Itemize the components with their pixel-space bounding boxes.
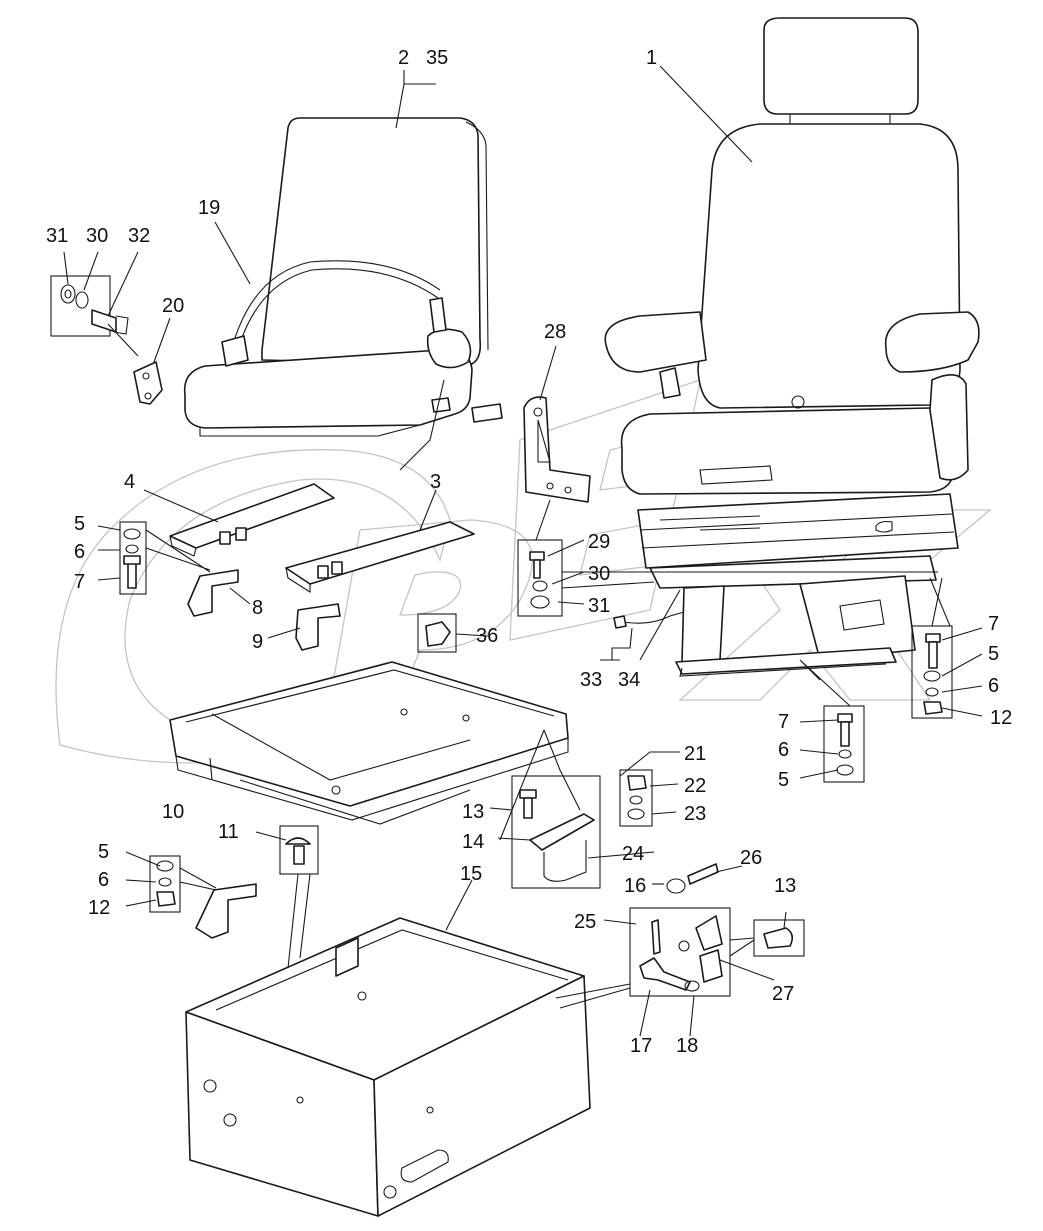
callout-12: 12 bbox=[990, 707, 1012, 729]
callout-29: 29 bbox=[588, 531, 610, 553]
callout-6d: 6 bbox=[98, 869, 109, 891]
callout-5d: 5 bbox=[98, 841, 109, 863]
lever-group bbox=[629, 863, 805, 997]
bracket-28 bbox=[523, 396, 591, 503]
callout-36: 36 bbox=[476, 625, 498, 647]
callout-10: 10 bbox=[162, 801, 184, 823]
callout-9: 9 bbox=[252, 631, 263, 653]
callout-30b: 30 bbox=[588, 563, 610, 585]
simple-seat bbox=[183, 117, 503, 437]
callout-21: 21 bbox=[684, 743, 706, 765]
callout-labels: 2 35 1 19 31 30 32 20 28 4 3 5 6 7 8 9 2… bbox=[46, 47, 1012, 1057]
cap-36 bbox=[417, 613, 457, 653]
mount-plate-group bbox=[50, 275, 163, 405]
callout-1: 1 bbox=[646, 47, 657, 69]
callout-24: 24 bbox=[622, 843, 644, 865]
callout-14: 14 bbox=[462, 831, 484, 853]
callout-5c: 5 bbox=[778, 769, 789, 791]
callout-13: 13 bbox=[462, 801, 484, 823]
callout-26: 26 bbox=[740, 847, 762, 869]
callout-32: 32 bbox=[128, 225, 150, 247]
rails-4-3 bbox=[169, 483, 475, 594]
callout-13b: 13 bbox=[774, 875, 796, 897]
suspension-seat bbox=[604, 17, 980, 677]
callout-8: 8 bbox=[252, 597, 263, 619]
callout-5: 5 bbox=[74, 513, 85, 535]
callout-12b: 12 bbox=[88, 897, 110, 919]
fastener-stack-d bbox=[149, 855, 257, 939]
callout-7c: 7 bbox=[778, 711, 789, 733]
callout-2: 2 bbox=[398, 47, 409, 69]
callout-33: 33 bbox=[580, 669, 602, 691]
callout-17: 17 bbox=[630, 1035, 652, 1057]
callout-20: 20 bbox=[162, 295, 184, 317]
callout-34: 34 bbox=[618, 669, 640, 691]
callout-11: 11 bbox=[218, 821, 239, 843]
callout-31: 31 bbox=[46, 225, 68, 247]
callout-35: 35 bbox=[426, 47, 448, 69]
callout-22: 22 bbox=[684, 775, 706, 797]
callout-7: 7 bbox=[74, 571, 85, 593]
callout-28: 28 bbox=[544, 321, 566, 343]
callout-6c: 6 bbox=[778, 739, 789, 761]
wire-33-34 bbox=[613, 611, 685, 629]
leader-lines bbox=[63, 65, 983, 1037]
callout-27: 27 bbox=[772, 983, 794, 1005]
callout-7b: 7 bbox=[988, 613, 999, 635]
fastener-stack-c bbox=[823, 625, 953, 783]
base-box-15 bbox=[185, 917, 591, 1217]
callout-15: 15 bbox=[460, 863, 482, 885]
callout-30: 30 bbox=[86, 225, 108, 247]
bolt-11 bbox=[279, 825, 319, 875]
callout-19: 19 bbox=[198, 197, 220, 219]
callout-23: 23 bbox=[684, 803, 706, 825]
fastener-stack-a bbox=[119, 521, 341, 651]
callout-18: 18 bbox=[676, 1035, 698, 1057]
callout-5b: 5 bbox=[988, 643, 999, 665]
callout-25: 25 bbox=[574, 911, 596, 933]
callout-16: 16 bbox=[624, 875, 646, 897]
callout-3: 3 bbox=[430, 471, 441, 493]
callout-4: 4 bbox=[124, 471, 135, 493]
callout-6: 6 bbox=[74, 541, 85, 563]
callout-6b: 6 bbox=[988, 675, 999, 697]
tray-10 bbox=[169, 661, 569, 825]
callout-31b: 31 bbox=[588, 595, 610, 617]
bracket-24-group bbox=[511, 769, 653, 889]
fastener-stack-b bbox=[517, 539, 563, 617]
